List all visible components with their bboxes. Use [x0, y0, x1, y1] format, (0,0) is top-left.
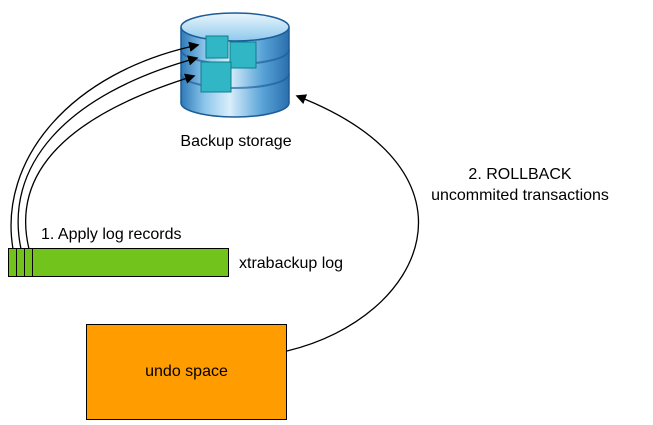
- xtrabackup-log-bar: [8, 248, 229, 277]
- data-block-1: [205, 35, 229, 59]
- log-bar-divider: [24, 249, 25, 276]
- apply-arrow-3: [25, 73, 196, 250]
- log-bar-divider: [16, 249, 17, 276]
- rollback-arrow: [286, 94, 420, 352]
- apply-arrow-1: [10, 41, 200, 250]
- log-bar-divider: [32, 249, 33, 276]
- cylinder-sides: [180, 27, 290, 103]
- data-block-3: [200, 61, 232, 93]
- backup-storage-label: Backup storage: [180, 133, 292, 150]
- undo-space-box: undo space: [86, 324, 287, 420]
- rollback-label-line1: 2. ROLLBACK: [468, 166, 572, 183]
- cylinder-top: [180, 12, 290, 42]
- rollback-label: 2. ROLLBACK uncommited transactions: [392, 164, 648, 206]
- apply-log-records-label: 1. Apply log records: [41, 226, 182, 243]
- data-block-2: [229, 41, 257, 69]
- undo-space-label: undo space: [145, 363, 228, 380]
- apply-arrow-2: [17, 55, 199, 250]
- backup-storage-cylinder: [180, 12, 290, 118]
- rollback-label-line2: uncommited transactions: [431, 187, 609, 204]
- xtrabackup-log-label: xtrabackup log: [239, 255, 344, 272]
